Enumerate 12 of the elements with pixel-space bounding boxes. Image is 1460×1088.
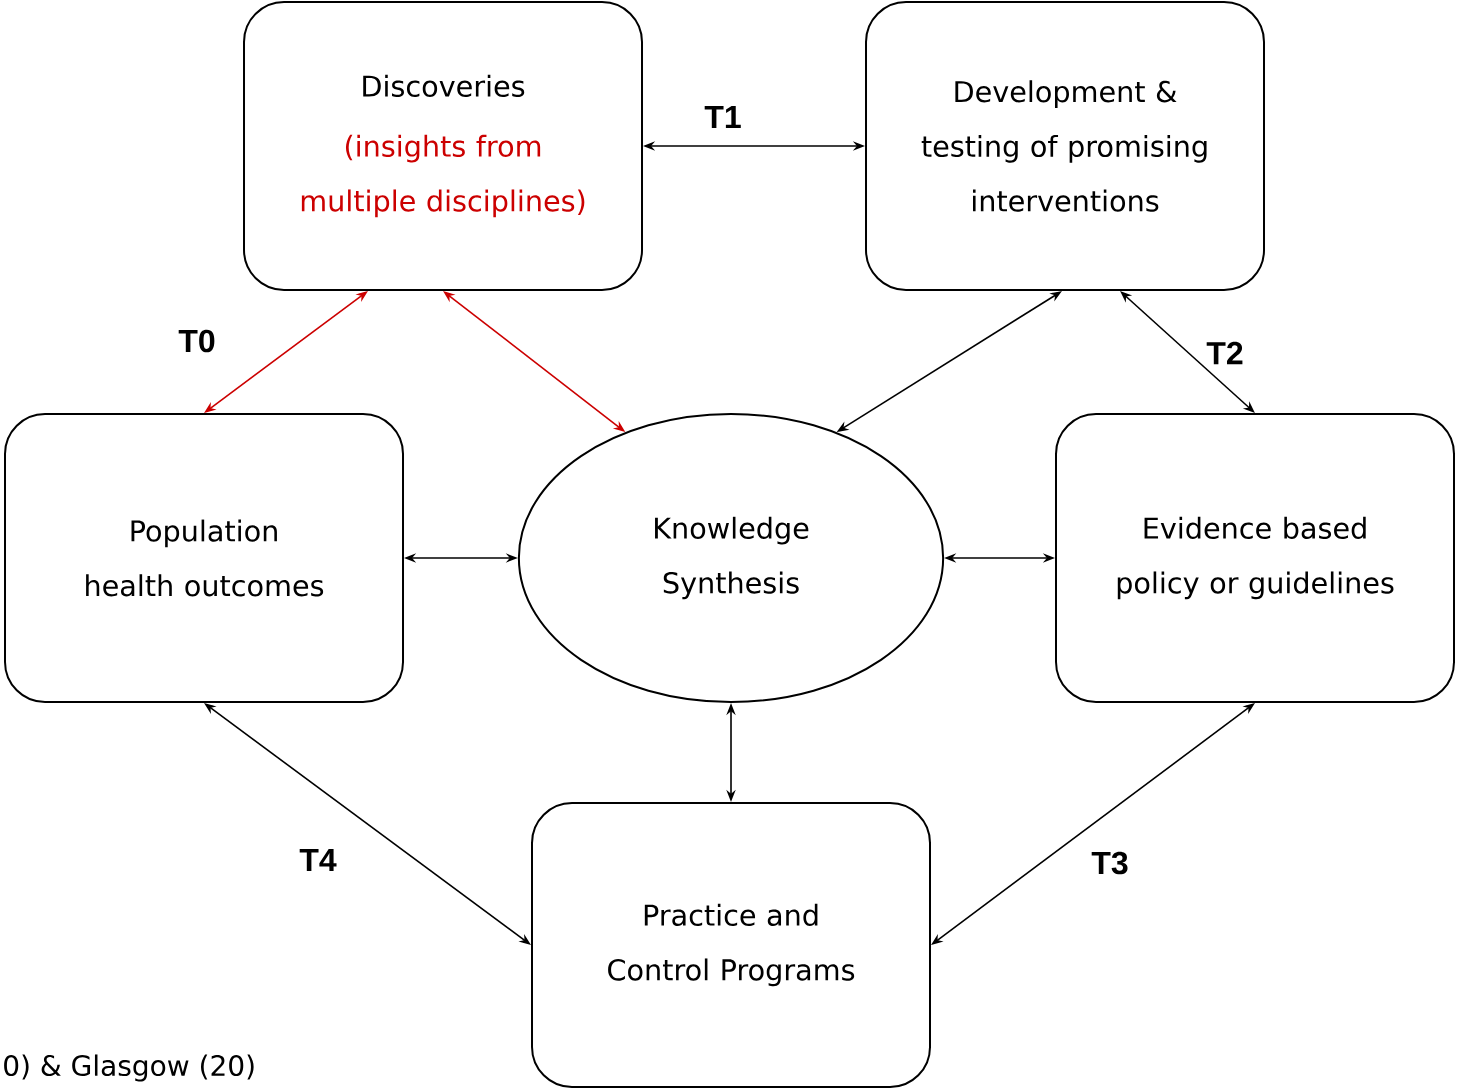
process-box: Population health outcomes <box>4 413 404 703</box>
process-box: Discoveries (insights from multiple disciplines) <box>243 1 643 291</box>
edge-label: T0 <box>178 329 215 353</box>
process-box: Practice and Control Programs <box>531 802 931 1088</box>
edge-label: T2 <box>1206 341 1243 365</box>
edge-label: T4 <box>299 849 337 871</box>
edge-label: T1 <box>704 106 741 128</box>
process-box: Evidence based policy or guidelines <box>1055 413 1455 703</box>
arrow <box>1120 291 1255 413</box>
process-box: Development & testing of promising interventions <box>865 1 1265 291</box>
cut-off-text: 0) & Glasgow (20) <box>4 1054 254 1082</box>
edge-label: T3 <box>1091 851 1128 875</box>
